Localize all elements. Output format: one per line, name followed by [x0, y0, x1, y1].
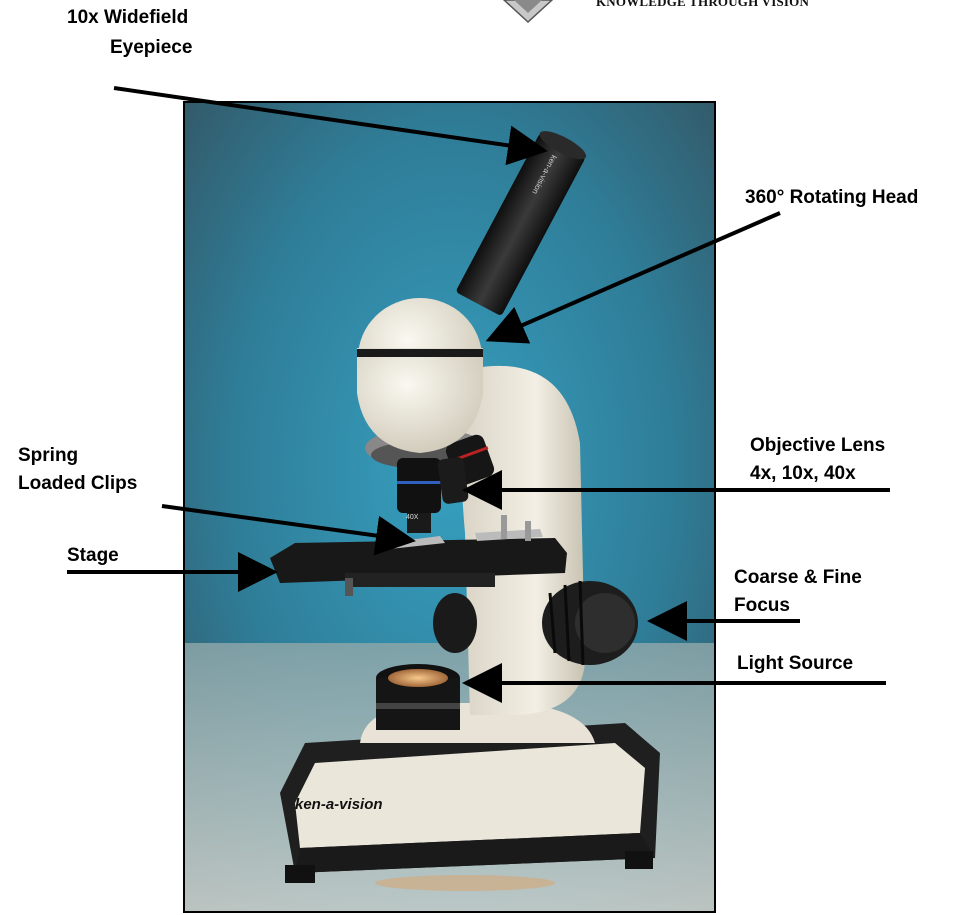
label-objective-line1: Objective Lens: [750, 434, 885, 458]
label-eyepiece-line1: 10x Widefield: [67, 6, 188, 30]
clips-arrow: [162, 506, 408, 540]
label-light-source: Light Source: [737, 652, 853, 676]
label-eyepiece-line2: Eyepiece: [110, 36, 192, 60]
label-focus-line1: Coarse & Fine: [734, 566, 862, 590]
label-stage: Stage: [67, 544, 119, 568]
label-clips-line1: Spring: [18, 444, 78, 468]
head-arrow: [493, 213, 780, 338]
label-focus-line2: Focus: [734, 594, 790, 618]
label-clips-line2: Loaded Clips: [18, 472, 137, 496]
eyepiece-arrow: [114, 88, 540, 150]
label-rotating-head: 360° Rotating Head: [745, 186, 918, 210]
label-objective-line2: 4x, 10x, 40x: [750, 462, 856, 486]
